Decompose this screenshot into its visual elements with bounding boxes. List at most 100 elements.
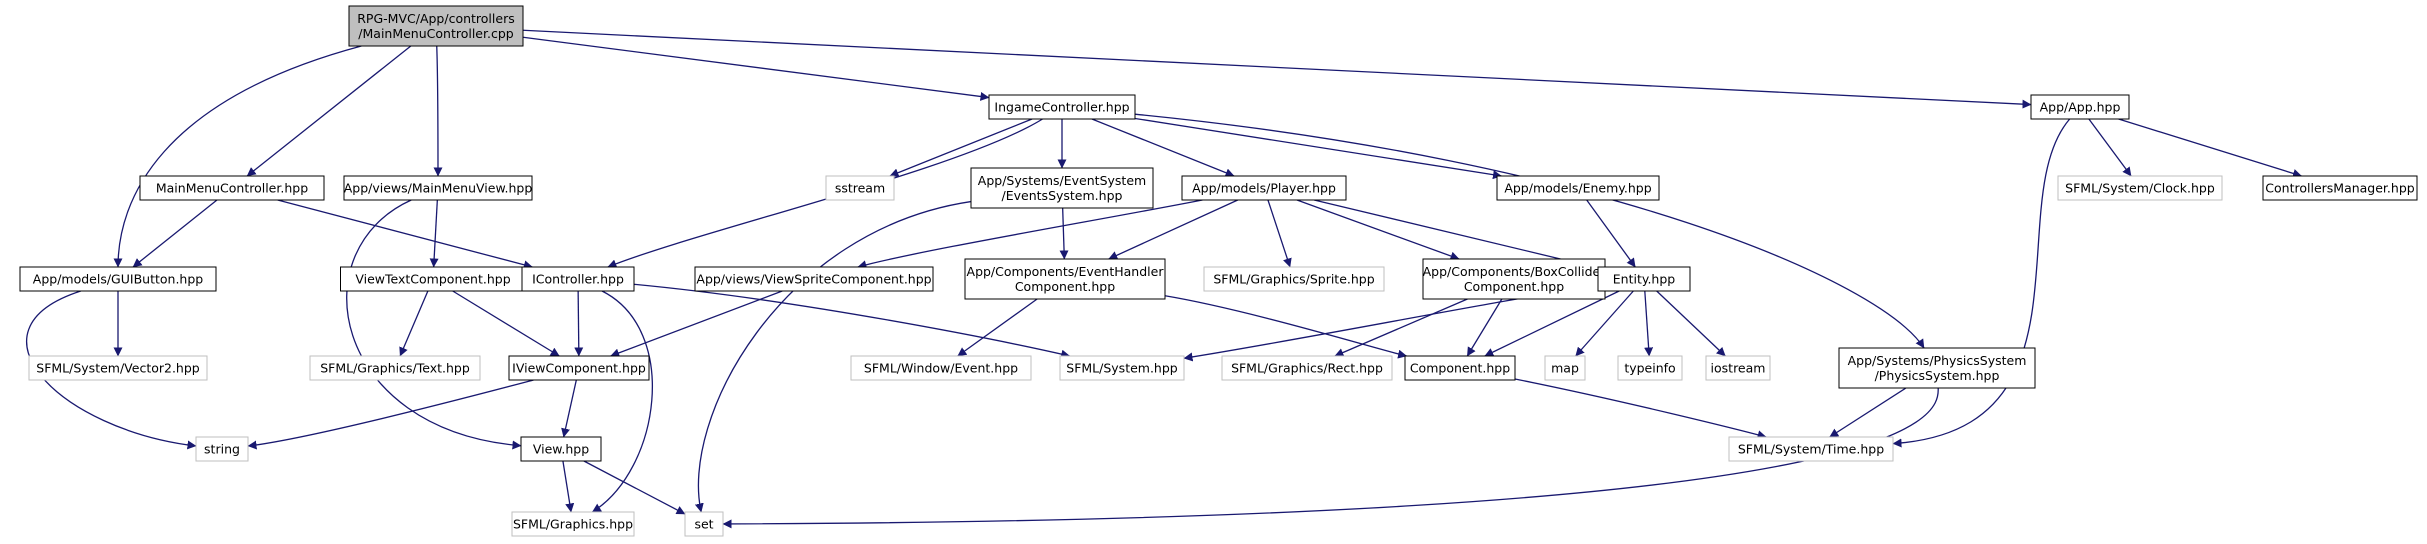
edge-player-to-event-handler-component [1108, 199, 1239, 260]
node-view-hpp[interactable]: View.hpp [520, 436, 602, 462]
node-label: App/Components/BoxCollider [1423, 264, 1607, 279]
node-label: App/models/Enemy.hpp [1504, 181, 1651, 196]
node-box [2057, 175, 2223, 201]
node-main-menu-controller[interactable]: MainMenuController.hpp [139, 175, 325, 201]
node-label: MainMenuController.hpp [156, 181, 308, 196]
node-box [520, 436, 602, 462]
node-label: set [694, 517, 713, 532]
edge-icontroller-to-sfml-system [633, 283, 1071, 359]
node-label: Entity.hpp [1613, 272, 1676, 287]
node-box [1544, 355, 1586, 381]
node-label: IngameController.hpp [994, 100, 1129, 115]
node-ingame-controller[interactable]: IngameController.hpp [988, 94, 1136, 120]
node-label: App/views/ViewSpriteComponent.hpp [696, 272, 931, 287]
node-label: App/models/Player.hpp [1192, 181, 1336, 196]
node-box [1496, 175, 1660, 201]
edge-view-hpp-to-sfml-graphics [562, 460, 575, 513]
node-box [1705, 355, 1771, 381]
node-label: App/Systems/PhysicsSystem [1848, 353, 2027, 368]
edge-player-to-sfml-sprite [1267, 199, 1292, 268]
node-view-sprite-component[interactable]: App/views/ViewSpriteComponent.hpp [694, 266, 934, 292]
node-label: App/Components/EventHandler [967, 264, 1165, 279]
edge-ingame-controller-to-player [1091, 118, 1235, 177]
edge-iview-component-to-string [247, 379, 534, 450]
node-physics-system[interactable]: App/Systems/PhysicsSystem/PhysicsSystem.… [1838, 347, 2036, 389]
node-sfml-system: SFML/System.hpp [1059, 355, 1185, 381]
node-icontroller[interactable]: IController.hpp [521, 266, 635, 292]
node-box [348, 5, 524, 47]
edge-root-to-main-menu-controller [246, 45, 412, 177]
node-box [1221, 355, 1393, 381]
node-box [1059, 355, 1185, 381]
node-sfml-sprite: SFML/Graphics/Sprite.hpp [1203, 266, 1385, 292]
edge-view-sprite-component-to-iview-component [610, 290, 783, 358]
edge-physics-system-to-set [722, 387, 1939, 529]
node-label: Component.hpp [1464, 279, 1564, 294]
node-map: map [1544, 355, 1586, 381]
node-box [2030, 94, 2130, 120]
node-label: App/App.hpp [2040, 100, 2121, 115]
node-box [1617, 355, 1683, 381]
node-sstream: sstream [825, 175, 895, 201]
node-sfml-clock: SFML/System/Clock.hpp [2057, 175, 2223, 201]
node-entity[interactable]: Entity.hpp [1597, 266, 1691, 292]
node-label: SFML/System/Time.hpp [1738, 442, 1884, 457]
edge-app-hpp-to-sfml-time [1892, 118, 2071, 448]
edge-player-to-entity [1313, 199, 1599, 271]
node-component[interactable]: Component.hpp [1404, 355, 1516, 381]
edge-root-to-ingame-controller [522, 36, 990, 101]
node-box [988, 94, 1136, 120]
node-box [964, 258, 1166, 300]
edge-ingame-controller-to-physics-system [1134, 113, 1925, 349]
node-iostream: iostream [1705, 355, 1771, 381]
edge-main-menu-view-to-view-text-component [429, 199, 439, 268]
node-label: iostream [1711, 361, 1766, 376]
node-box [1181, 175, 1347, 201]
node-sfml-text: SFML/Graphics/Text.hpp [309, 355, 481, 381]
node-main-menu-view[interactable]: App/views/MainMenuView.hpp [343, 175, 533, 201]
node-label: SFML/Graphics.hpp [513, 517, 633, 532]
edge-main-menu-controller-to-icontroller [277, 199, 533, 270]
edge-events-system-to-set [694, 200, 972, 513]
node-app-hpp[interactable]: App/App.hpp [2030, 94, 2130, 120]
node-gui-button[interactable]: App/models/GUIButton.hpp [19, 266, 217, 292]
node-sfml-rect: SFML/Graphics/Rect.hpp [1221, 355, 1393, 381]
edge-root-to-main-menu-view [433, 45, 443, 177]
node-view-text-component[interactable]: ViewTextComponent.hpp [340, 266, 526, 292]
node-label: IController.hpp [532, 272, 624, 287]
node-controllers-manager[interactable]: ControllersManager.hpp [2262, 175, 2418, 201]
node-enemy[interactable]: App/models/Enemy.hpp [1496, 175, 1660, 201]
node-label: SFML/Graphics/Rect.hpp [1231, 361, 1383, 376]
node-label: string [204, 442, 240, 457]
node-box [970, 167, 1154, 209]
node-box [684, 511, 724, 537]
node-box [2262, 175, 2418, 201]
node-box [340, 266, 526, 292]
node-label: SFML/Window/Event.hpp [864, 361, 1018, 376]
node-label: App/models/GUIButton.hpp [33, 272, 204, 287]
edge-view-hpp-to-set [583, 460, 686, 515]
edge-component-to-sfml-time [1514, 378, 1767, 440]
node-player[interactable]: App/models/Player.hpp [1181, 175, 1347, 201]
node-string: string [195, 436, 249, 462]
node-set: set [684, 511, 724, 537]
node-iview-component[interactable]: IViewComponent.hpp [508, 355, 650, 381]
edges-layer [26, 29, 2302, 529]
node-box [309, 355, 481, 381]
node-label: /PhysicsSystem.hpp [1875, 368, 2000, 383]
node-label: /EventsSystem.hpp [1002, 188, 1123, 203]
node-box [1203, 266, 1385, 292]
node-label: map [1551, 361, 1579, 376]
node-events-system[interactable]: App/Systems/EventSystem/EventsSystem.hpp [970, 167, 1154, 209]
node-sfml-window-event: SFML/Window/Event.hpp [850, 355, 1032, 381]
edge-main-menu-controller-to-gui-button [132, 199, 218, 268]
node-box [343, 175, 533, 201]
node-root[interactable]: RPG-MVC/App/controllers/MainMenuControll… [348, 5, 524, 47]
edge-event-handler-component-to-component [1164, 295, 1408, 359]
node-box [508, 355, 650, 381]
edge-icontroller-to-iview-component [574, 290, 584, 357]
node-label: /MainMenuController.cpp [358, 26, 513, 41]
